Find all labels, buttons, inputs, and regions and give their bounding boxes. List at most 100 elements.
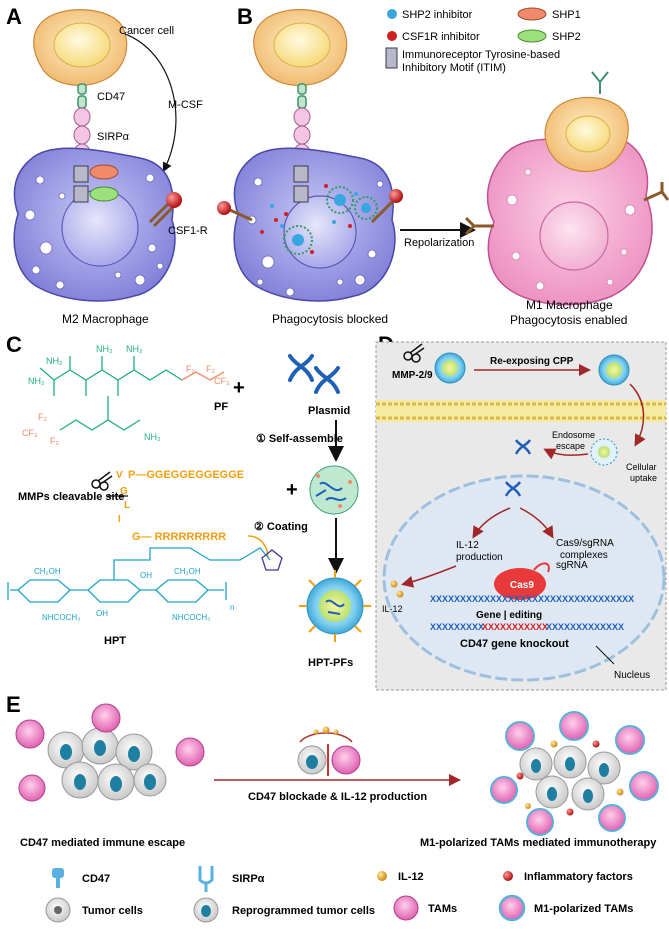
dna-icon-nuc <box>504 481 522 497</box>
m1tam-legend-icon <box>498 894 526 922</box>
legend-il12: IL-12 <box>398 871 424 883</box>
pf-cf3-2: CF₃ <box>22 428 38 438</box>
arrow-endosome <box>543 448 589 460</box>
cd47-receptor-a <box>77 83 87 109</box>
tam-legend-icon <box>393 895 419 921</box>
pf-f2-3: F₂ <box>38 412 47 422</box>
mcsf-arrow <box>124 33 177 173</box>
cd47-legend-icon <box>52 868 64 888</box>
label-coating: ② Coating <box>254 521 308 533</box>
pf-nh2-1: NH₂ <box>46 356 63 366</box>
label-blockade: CD47 blockade & IL-12 production <box>248 791 427 803</box>
tumor-legend-icon <box>45 897 71 923</box>
label-gene-editing: Gene | editing <box>476 610 542 621</box>
label-plasmid: Plasmid <box>308 405 350 417</box>
reprogrammed-legend-icon <box>193 897 219 923</box>
nanoparticle-d-1 <box>434 352 466 384</box>
arrow-il12-out <box>401 565 457 588</box>
label-mmp: MMP-2/9 <box>392 370 433 381</box>
scissors-icon-d <box>403 343 425 363</box>
cell-membrane <box>376 400 666 422</box>
pf-nh2-2: NH₂ <box>96 344 113 354</box>
cancer-cell-a <box>33 9 128 86</box>
hpt-nhcoch3-2: NHCOCH₃ <box>172 613 210 622</box>
csf1r-receptor-a <box>148 192 182 228</box>
hpt-oh-2: OH <box>140 571 152 580</box>
dna-plasmid-icon <box>288 354 340 394</box>
legend-tumor: Tumor cells <box>82 905 143 917</box>
pf-nh2-4: NH₂ <box>126 344 143 354</box>
legend-itim-2: Inhibitory Motif (ITIM) <box>402 62 506 74</box>
label-cleavable-site: MMPs cleavable site <box>18 491 124 503</box>
pf-structure <box>39 356 183 431</box>
cd47-receptor-b <box>297 83 307 109</box>
pf-cf3-1: CF₃ <box>214 376 230 386</box>
panel-label-e: E <box>6 692 21 717</box>
label-cas9-complex-2: complexes <box>560 550 608 561</box>
pf-f2-4: F₂ <box>50 436 59 446</box>
inhibitor-cluster-3 <box>354 196 378 220</box>
legend-inflammatory: Inflammatory factors <box>524 871 633 883</box>
cancer-cell-b <box>253 9 348 86</box>
gene-strand-2: XXXXXXXXX XXXXXXXXXXX XXXXXXXXXXXXX <box>430 622 624 632</box>
legend-sirpa: SIRPα <box>232 873 265 885</box>
label-pf: PF <box>214 401 228 413</box>
panel-label-c: C <box>6 332 22 357</box>
label-repolarization: Repolarization <box>404 237 474 249</box>
label-nucleus: Nucleus <box>614 670 650 681</box>
label-hpt: HPT <box>104 635 126 647</box>
aa-i: I <box>118 514 121 525</box>
csf1r-receptor-m1-right <box>643 182 669 202</box>
m1-macrophage <box>486 134 653 306</box>
hpt-nhcoch3-1: NHCOCH₃ <box>42 613 80 622</box>
aa-l: L <box>124 500 130 511</box>
label-escape: escape <box>556 441 585 451</box>
cas9-icon <box>494 562 550 600</box>
scissors-icon <box>91 471 113 491</box>
gene-strand-1: XXXXXXXXXXXXXXXXXXXXXXXXXXXXXXXXXX <box>430 594 634 604</box>
peptide-1: P—GGEGGEGGEGGE <box>128 469 244 481</box>
pf-nh2-3: NH₂ <box>28 376 45 386</box>
label-sirpa-a: SIRPα <box>97 131 130 143</box>
nanoparticle-icon <box>299 570 371 642</box>
plus-2: + <box>286 479 298 501</box>
pf-f2-1: F₂ <box>186 364 195 374</box>
label-il12-production-2: production <box>456 552 503 563</box>
label-cas9-complex-1: Cas9/sgRNA <box>556 538 614 549</box>
legend-tams: TAMs <box>428 903 457 915</box>
label-il12-production-1: IL-12 <box>456 540 479 551</box>
plus-1: + <box>233 377 245 399</box>
svg-text:XXXXXXXXXXX: XXXXXXXXXXX <box>482 622 548 632</box>
label-csf1r: CSF1-R <box>168 225 208 237</box>
hpt-oh-1: OH <box>96 609 108 618</box>
legend-shp1: SHP1 <box>552 9 581 21</box>
peptide-link <box>247 535 269 559</box>
m2-macrophage-b <box>233 147 396 302</box>
caption-escape: CD47 mediated immune escape <box>20 837 185 849</box>
label-cancer-cell: Cancer cell <box>119 25 174 37</box>
label-cellular: Cellular <box>626 462 657 472</box>
peptide-2: G— RRRRRRRRR <box>132 531 226 543</box>
svg-text:XXXXXXXXXXXXXXXXXXXXXXXXXXXXXX: XXXXXXXXXXXXXXXXXXXXXXXXXXXXXXXXXX <box>430 594 634 604</box>
legend-shp2: SHP2 <box>552 31 581 43</box>
dna-icon-cyto <box>514 439 532 455</box>
legend-itim-1: Immunoreceptor Tyrosine-based <box>402 49 560 61</box>
cancer-cell-engulfed <box>544 96 629 173</box>
sirpa-legend-icon <box>198 866 214 892</box>
svg-text:XXXXXXXXX: XXXXXXXXX <box>430 622 484 632</box>
label-cas9: Cas9 <box>510 580 534 591</box>
label-endosome: Endosome <box>552 430 595 440</box>
label-mcsf: M-CSF <box>168 99 203 111</box>
tumor-cluster-escape <box>15 703 205 802</box>
il12-legend-icon <box>377 871 387 881</box>
legend-b: SHP2 inhibitor SHP1 CSF1R inhibitor SHP2… <box>385 7 581 74</box>
nucleus-pointer <box>595 645 615 665</box>
legend-reprogrammed: Reprogrammed tumor cells <box>232 905 375 917</box>
panel-label-a: A <box>6 4 22 29</box>
aa-v: V <box>116 470 123 481</box>
pf-fluoro-chain <box>181 371 225 381</box>
label-hpt-pfs: HPT-PFs <box>308 657 353 669</box>
label-self-assemble: ① Self-assemble <box>256 433 343 445</box>
csf1r-receptor-b-left <box>217 201 253 222</box>
